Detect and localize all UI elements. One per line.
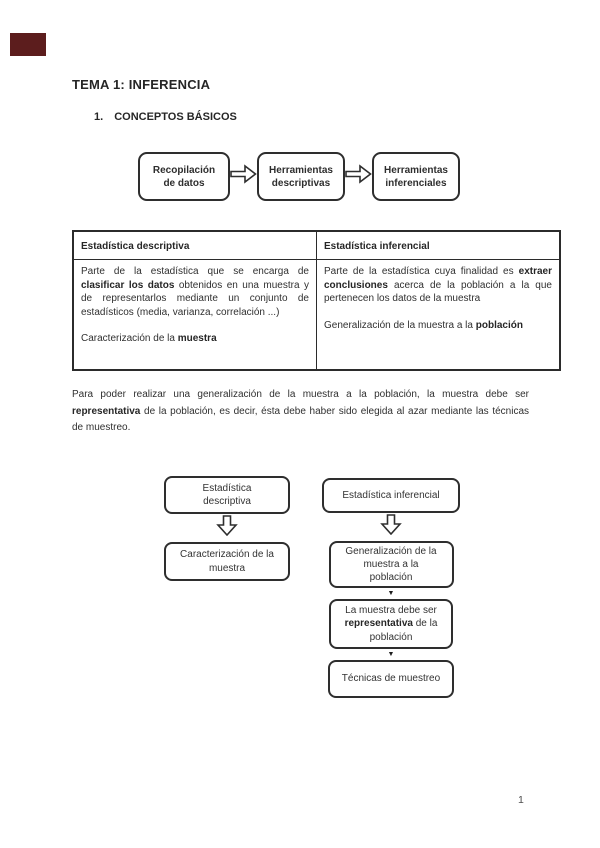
table-header-inferencial: Estadística inferencial (316, 230, 561, 260)
cell-paragraph: Parte de la estadística cuya finalidad e… (324, 266, 552, 304)
flow-box-muestra-representativa: La muestra debe ser representativa de la… (329, 599, 453, 649)
table-row: Parte de la estadística que se encarga d… (72, 259, 561, 370)
section-number: 1. (94, 111, 104, 123)
cell-inferencial: Parte de la estadística cuya finalidad e… (316, 259, 561, 370)
small-down-arrow-icon: ▼ (387, 590, 395, 597)
small-down-arrow-icon: ▼ (387, 651, 395, 658)
corner-logo-block (10, 33, 46, 56)
section-heading: 1. CONCEPTOS BÁSICOS (94, 111, 237, 123)
flow-box-herramientas-descriptivas: Herramientas descriptivas (257, 152, 345, 201)
table-header-descriptiva: Estadística descriptiva (72, 230, 317, 260)
flow-box-generalizacion-poblacion: Generalización de la muestra a la poblac… (328, 541, 454, 588)
flow-box-estadistica-inferencial: Estadística inferencial (322, 478, 460, 513)
flow-box-tecnicas-muestreo: Técnicas de muestreo (328, 660, 454, 698)
flow-box-estadistica-descriptiva: Estadística descriptiva (164, 476, 290, 514)
cell-paragraph: Generalización de la muestra a la poblac… (324, 319, 523, 331)
page-number: 1 (518, 794, 524, 806)
flow-box-recopilacion: Recopilación de datos (138, 152, 230, 201)
right-flowchart: Estadística inferencial Generalización d… (322, 478, 460, 698)
cell-paragraph: Caracterización de la muestra (81, 333, 217, 344)
page-title: TEMA 1: INFERENCIA (72, 76, 211, 92)
statistics-comparison-table: Estadística descriptiva Estadística infe… (72, 230, 561, 371)
flow-box-herramientas-inferenciales: Herramientas inferenciales (372, 152, 460, 201)
cell-descriptiva: Parte de la estadística que se encarga d… (72, 259, 317, 370)
right-block-arrow-icon (345, 164, 372, 189)
down-block-arrow-icon (216, 515, 238, 541)
section-label: CONCEPTOS BÁSICOS (114, 111, 237, 123)
left-flowchart: Estadística descriptiva Caracterización … (164, 476, 290, 581)
down-block-arrow-icon (380, 514, 402, 540)
top-flowchart: Recopilación de datos Herramientas descr… (138, 152, 460, 201)
cell-paragraph: Parte de la estadística que se encarga d… (81, 266, 309, 318)
body-paragraph: Para poder realizar una generalización d… (72, 389, 529, 433)
right-block-arrow-icon (230, 164, 257, 189)
flow-box-caracterizacion-muestra: Caracterización de la muestra (164, 542, 290, 581)
